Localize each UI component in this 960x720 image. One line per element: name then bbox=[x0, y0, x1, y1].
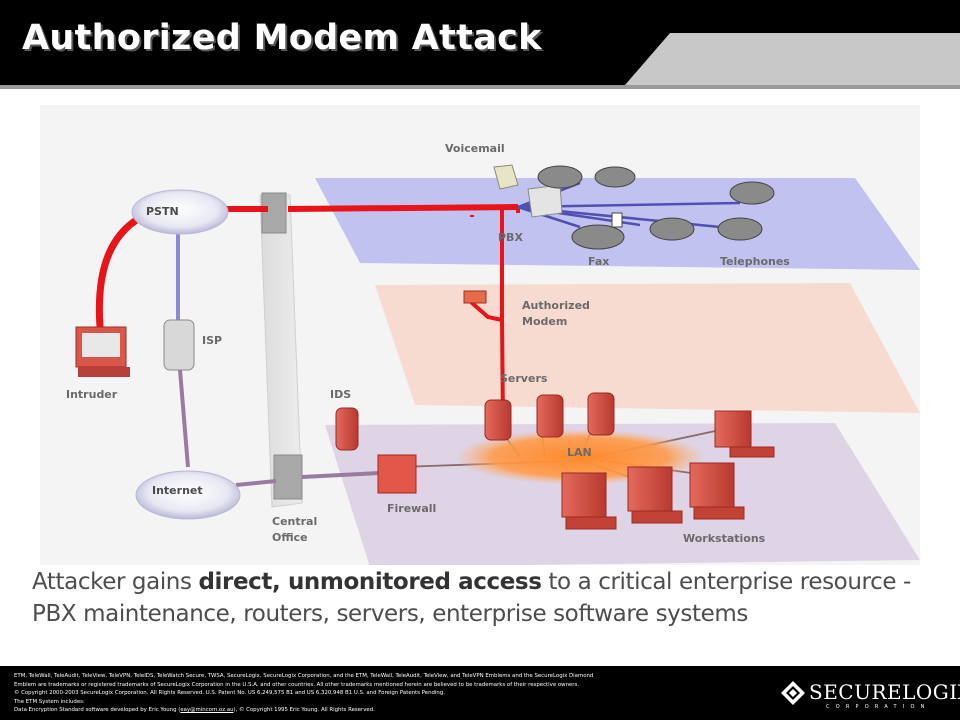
voicemail-unit bbox=[493, 164, 519, 190]
telephone bbox=[537, 165, 583, 189]
intruder-label: Intruder bbox=[66, 388, 118, 401]
firewall-label: Firewall bbox=[387, 502, 437, 515]
voicemail-label: Voicemail bbox=[445, 142, 505, 155]
internet-cloud bbox=[135, 470, 241, 520]
network-diagram: Voicemail PBX Fax Telephones PSTN ISP In… bbox=[40, 105, 920, 565]
logo-wordmark: SECURELOGIX bbox=[809, 680, 960, 704]
telephone bbox=[594, 166, 636, 188]
authorized-modem-label-line2: Modem bbox=[522, 315, 568, 328]
diagram-graphic bbox=[40, 105, 920, 565]
workstations bbox=[561, 410, 775, 530]
logo-subtitle: CORPORATION bbox=[826, 704, 931, 710]
workstation bbox=[627, 466, 673, 512]
modem-plane bbox=[375, 283, 920, 413]
company-logo: SECURELOGIX CORPORATION bbox=[780, 678, 960, 714]
caption-emphasis: direct, unmonitored access bbox=[198, 569, 542, 595]
header-bar: Authorized Modem Attack bbox=[0, 0, 960, 85]
telephones bbox=[537, 165, 775, 241]
ids-sensor bbox=[335, 407, 359, 451]
caption-text-end: to a critical enterprise resource - PBX … bbox=[32, 569, 911, 627]
legal-text: Data Encryption Standard software develo… bbox=[14, 707, 181, 714]
central-office-label-line1: Central bbox=[272, 515, 318, 528]
legal-line: ETM, TeleWall, TeleAudit, TeleView, Tele… bbox=[14, 673, 594, 679]
attack-path-co-pbx bbox=[287, 204, 519, 212]
ids-label: IDS bbox=[330, 388, 352, 401]
workstation bbox=[561, 472, 607, 518]
diamond-icon bbox=[781, 681, 805, 705]
internet-co-link bbox=[235, 479, 277, 487]
central-office-pillar bbox=[259, 192, 303, 508]
fax-label: Fax bbox=[588, 255, 610, 268]
legal-line: The ETM System includes: bbox=[14, 698, 85, 705]
slide-caption: Attacker gains direct, unmonitored acces… bbox=[32, 566, 937, 630]
telephone bbox=[717, 217, 763, 241]
footer-bar: ETM, TeleWall, TeleAudit, TeleView, Tele… bbox=[0, 666, 960, 720]
isp-internet-link bbox=[178, 369, 190, 468]
fax-machine bbox=[571, 212, 625, 250]
legal-line: © Copyright 2000-2003 SecureLogix Corpor… bbox=[14, 690, 445, 697]
authorized-modem bbox=[463, 290, 487, 304]
telephone bbox=[649, 217, 695, 241]
pbx-label: PBX bbox=[498, 231, 523, 244]
workstation bbox=[714, 410, 752, 448]
intruder-computer bbox=[75, 326, 130, 377]
legal-line: Data Encryption Standard software develo… bbox=[14, 706, 704, 715]
servers-label: Servers bbox=[500, 372, 548, 385]
pbx-unit bbox=[527, 184, 563, 218]
isp-label: ISP bbox=[202, 334, 223, 347]
caption-text-start: Attacker gains bbox=[32, 569, 199, 595]
legal-notice: ETM, TeleWall, TeleAudit, TeleView, Tele… bbox=[14, 672, 704, 715]
server bbox=[536, 394, 564, 438]
author-email-link[interactable]: eay@mincom.oz.au bbox=[180, 707, 234, 714]
workstation bbox=[689, 462, 735, 508]
pstn-label: PSTN bbox=[146, 205, 179, 218]
pstn-cloud bbox=[131, 189, 229, 235]
telephones-label: Telephones bbox=[720, 255, 790, 268]
legal-line: Emblem are trademarks or registered trad… bbox=[14, 681, 580, 688]
internet-label: Internet bbox=[152, 484, 203, 497]
server bbox=[587, 392, 615, 436]
slide-title: Authorized Modem Attack bbox=[22, 18, 542, 58]
co-firewall-link bbox=[301, 471, 381, 479]
telephone bbox=[729, 181, 775, 205]
server bbox=[484, 399, 512, 441]
authorized-modem-label-line1: Authorized bbox=[522, 299, 590, 312]
legal-text: ), © Copyright 1995 Eric Young. All Righ… bbox=[233, 707, 375, 714]
lan-label: LAN bbox=[567, 446, 592, 459]
header-divider bbox=[0, 85, 960, 89]
central-office-label-line2: Office bbox=[272, 531, 308, 544]
firewall bbox=[377, 454, 417, 494]
workstations-label: Workstations bbox=[683, 532, 766, 545]
isp-router bbox=[163, 319, 195, 371]
header-accent-band bbox=[625, 33, 960, 85]
